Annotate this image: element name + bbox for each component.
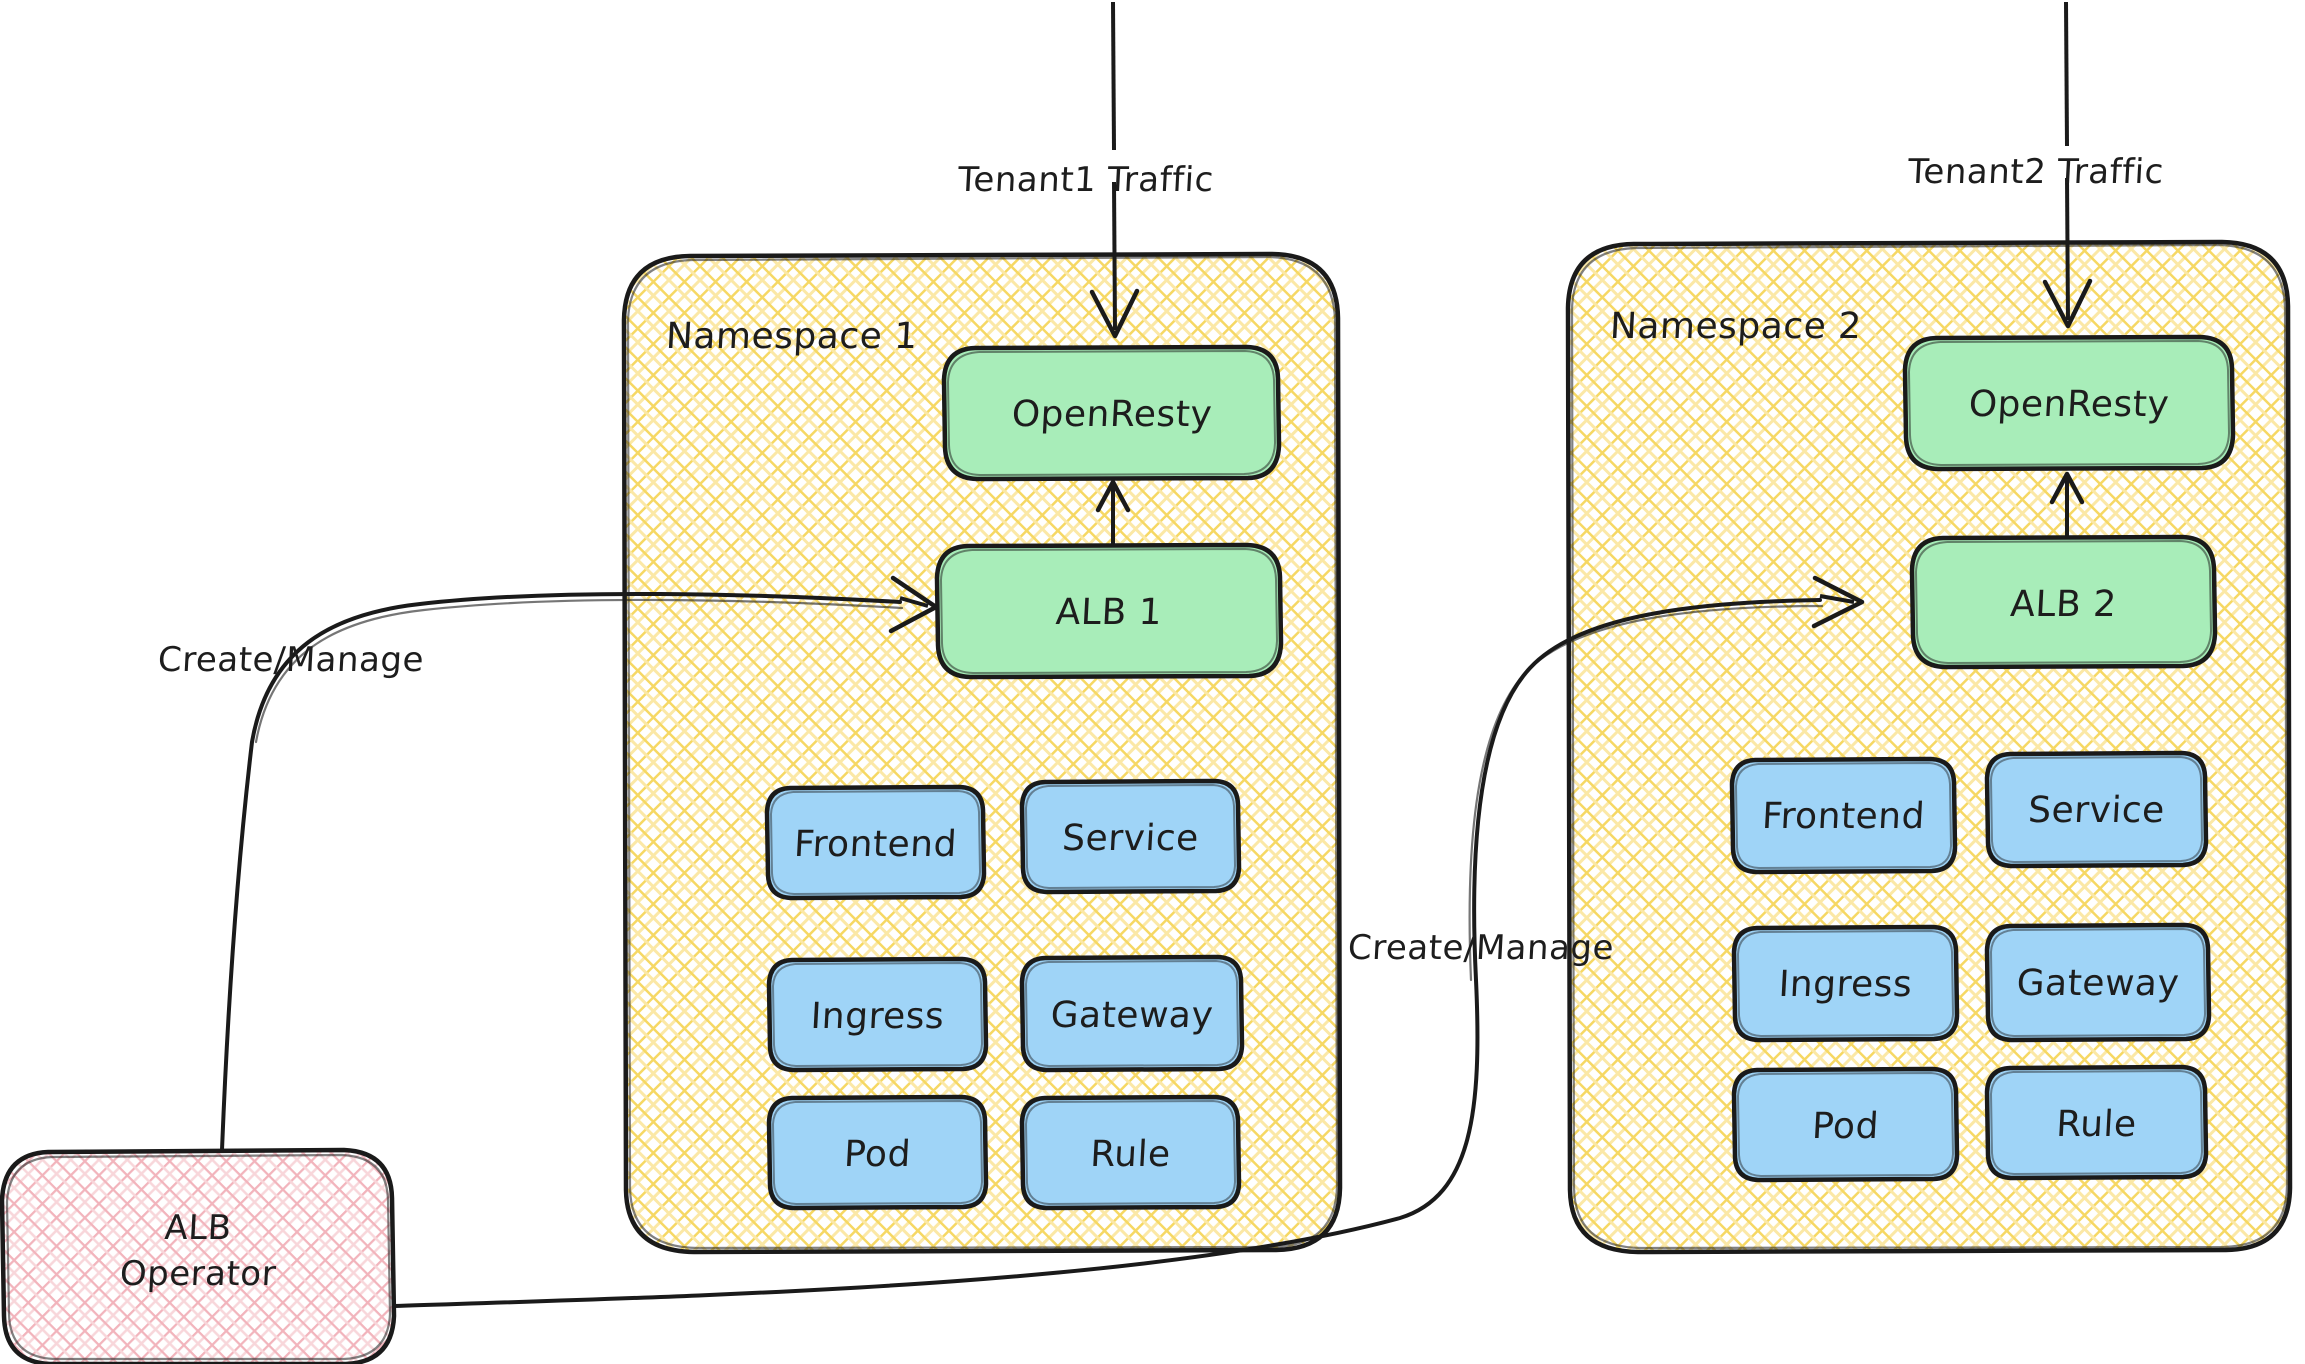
create-manage-label-2: Create/Manage — [1346, 928, 1616, 968]
ns1-resource-rule-label: Rule — [1089, 1134, 1172, 1175]
ns2-resource-service[interactable] — [1984, 750, 2209, 869]
ns2-resource-pod-label: Pod — [1811, 1106, 1880, 1147]
ns2-resource-pod[interactable] — [1731, 1066, 1960, 1183]
ns2-resource-gateway[interactable] — [1984, 922, 2212, 1043]
ns1-alb-label: ALB 1 — [1054, 592, 1164, 633]
ns1-alb-node[interactable] — [934, 542, 1284, 680]
ns1-resource-pod[interactable] — [766, 1094, 989, 1211]
edge-operator-to-alb2 — [392, 575, 1865, 1308]
tenant1-traffic-arrow — [1089, 1, 1140, 339]
ns1-resource-gateway-label: Gateway — [1049, 995, 1215, 1036]
ns2-resource-rule[interactable] — [1984, 1064, 2209, 1181]
ns2-openresty-node[interactable] — [1902, 334, 2236, 472]
ns1-openresty-label: OpenResty — [1010, 394, 1214, 435]
ns2-resource-ingress-label: Ingress — [1777, 964, 1914, 1005]
ns2-openresty-label: OpenResty — [1967, 384, 2171, 425]
tenant2-traffic-label: Tenant2 Traffic — [1906, 152, 2165, 192]
ns2-resource-frontend[interactable] — [1729, 756, 1958, 875]
ns1-resource-frontend[interactable] — [764, 784, 987, 901]
alb-operator-label-line1: ALB — [163, 1208, 233, 1248]
namespace-1-label: Namespace 1 — [664, 316, 919, 357]
ns2-resource-frontend-label: Frontend — [1760, 796, 1927, 837]
tenant1-traffic-label: Tenant1 Traffic — [956, 160, 1215, 200]
ns1-resource-ingress[interactable] — [766, 956, 989, 1073]
ns2-alb-label: ALB 2 — [2009, 584, 2118, 625]
tenant2-traffic-arrow — [2042, 1, 2093, 329]
ns1-resource-gateway[interactable] — [1019, 954, 1245, 1073]
ns1-resource-service-label: Service — [1061, 818, 1200, 859]
ns2-resource-ingress[interactable] — [1731, 924, 1960, 1043]
edge-operator-to-alb1 — [220, 575, 939, 1152]
ns2-alb-node[interactable] — [1909, 534, 2218, 670]
namespace-2-label: Namespace 2 — [1608, 306, 1863, 347]
ns1-resource-frontend-label: Frontend — [792, 824, 959, 865]
alb-operator-label-line2: Operator — [118, 1254, 278, 1294]
alb-operator-node[interactable] — [0, 1147, 397, 1364]
ns2-resource-service-label: Service — [2027, 790, 2166, 831]
ns1-resource-rule[interactable] — [1019, 1094, 1242, 1211]
ns2-resource-gateway-label: Gateway — [2015, 963, 2181, 1004]
create-manage-label-1: Create/Manage — [156, 640, 426, 680]
ns1-resource-ingress-label: Ingress — [809, 996, 946, 1037]
ns2-resource-rule-label: Rule — [2055, 1104, 2138, 1145]
ns1-resource-service[interactable] — [1019, 778, 1242, 895]
ns1-resource-pod-label: Pod — [843, 1134, 912, 1175]
ns1-openresty-node[interactable] — [941, 344, 1282, 482]
